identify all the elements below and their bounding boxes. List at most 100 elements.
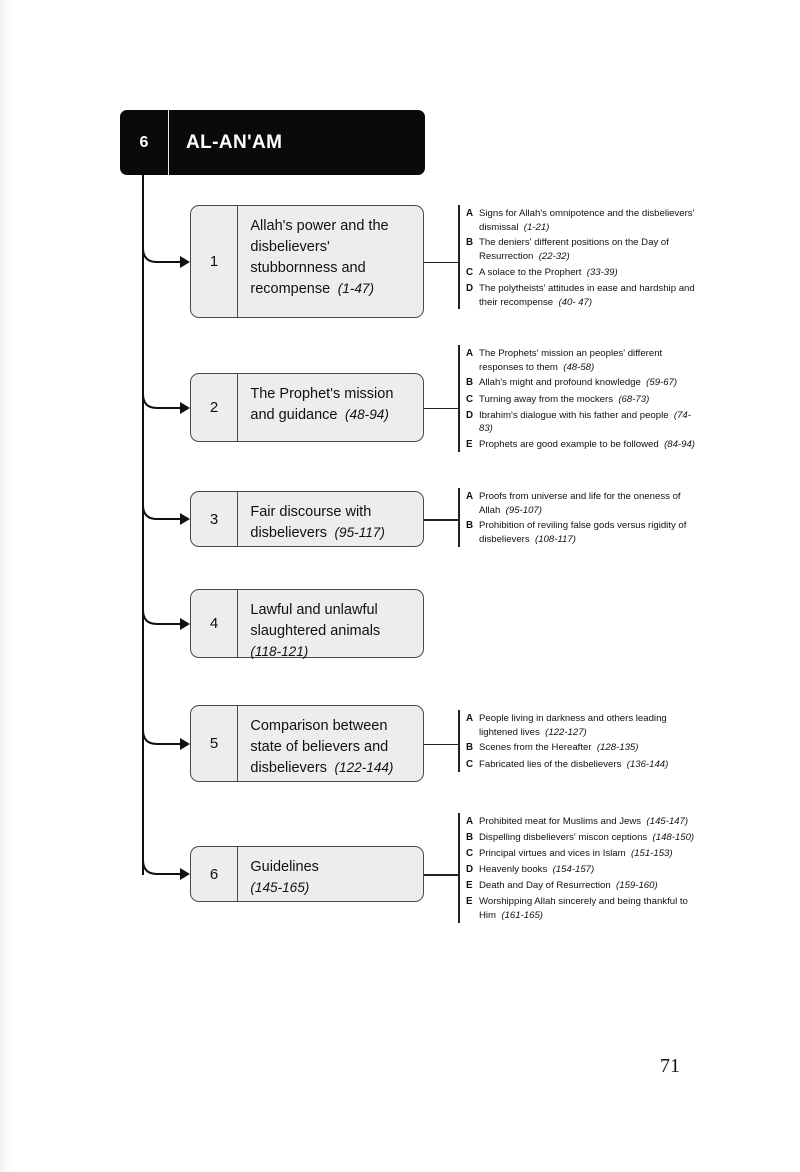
subitem-text-block: Fabricated lies of the disbelievers (136… [479,758,696,772]
section-box-divider [237,374,239,441]
subitem-text: Scenes from the Hereafter [479,742,592,754]
subitem-verse-range: (33-39) [581,266,618,278]
section-verse-range: (145-165) [250,879,310,895]
subitem-verse-range: (48-58) [557,361,595,373]
subitem-text-block: Prohibited meat for Muslims and Jews (14… [479,815,696,829]
connector-arrow-4 [142,590,194,660]
section-title: Fair discourse with disbelievers [250,504,372,541]
subitem-letter: B [466,377,474,389]
subitem-verse-range: (84-94) [658,439,695,450]
subitem-bracket-6 [458,813,460,923]
subitem-text: Proofs from universe and life for the on… [479,491,681,516]
subitem-letter: D [466,282,474,294]
subitem-verse-range: (22-32) [533,251,570,263]
section-number: 1 [209,253,219,270]
surah-title: AL-AN'AM [186,131,283,153]
section-box-3[interactable]: 3 Fair discourse with disbelievers (95-11… [190,491,424,547]
bracket-stem-1 [424,261,459,263]
subitem-letter: D [466,409,474,421]
section-box-divider [237,206,239,317]
subitem-verse-range: (151-153) [625,848,673,860]
section-title-block: The Prophet's mission and guidance (48-9… [238,374,423,441]
subitem-letter: C [466,758,474,770]
subitem: C Fabricated lies of the disbelievers (13… [466,758,696,772]
subitem-text: Worshipping Allah sincerely and being th… [479,896,688,922]
bracket-stem-3 [424,519,459,521]
subitem-verse-range: (154-157) [547,864,595,876]
subitem-verse-range: (128-135) [591,742,639,754]
subitem: C A solace to the Prophert (33-39) [466,266,696,280]
subitem-text: The polytheists' attitudes in ease and h… [479,282,695,308]
subitem-text-block: Principal virtues and vices in Islam (15… [479,847,696,861]
subitem-letter: B [466,742,474,754]
subitem-text: People living in darkness and others lea… [479,713,667,738]
subitem-letter: C [466,393,474,405]
section-title: Lawful and unlawful slaughtered animals [250,602,381,639]
subitem-text-block: Signs for Allah's omnipotence and the di… [479,207,696,234]
surah-number: 6 [139,133,149,151]
subitem-verse-range: (59-67) [640,377,678,389]
subitem-letter: E [466,439,473,450]
subitem-text-block: People living in darkness and others lea… [479,712,696,739]
subitem-text: Fabricated lies of the disbelievers [479,758,622,770]
connector-arrow-6 [142,840,194,910]
section-box-4[interactable]: 4 Lawful and unlawful slaughtered animals… [190,589,424,659]
subitem-text-block: Dispelling disbelievers' miscon ceptions… [479,831,696,845]
subitem-letter: A [466,208,474,219]
subitem-letter: C [466,266,474,278]
subitem-verse-range: (136-144) [621,758,669,770]
subitem-letter: E [466,896,473,908]
section-number: 6 [209,865,219,883]
subitem-verse-range: (1-21) [518,221,550,233]
subitem-verse-range: (145-147) [641,816,689,827]
section-title: Comparison between state of believers an… [250,718,389,776]
subitem-verse-range: (161-165) [496,910,543,922]
subitem-list-1: A Signs for Allah's omnipotence and the d… [466,207,696,311]
subitem: B Allah's might and profound knowledge (5… [466,376,696,390]
header-divider [168,110,169,175]
subitem-letter: B [466,832,474,844]
section-title: The Prophet's mission and guidance [250,386,394,423]
section-number: 3 [209,510,219,528]
subitem: A Signs for Allah's omnipotence and the d… [466,207,696,234]
subitem-text: Ibrahim's dialogue with his father and p… [479,409,669,421]
subitem: D The polytheists' attitudes in ease and … [466,282,696,309]
subitem-text-block: Scenes from the Hereafter (128-135) [479,741,696,755]
subitem-letter: A [466,713,474,724]
section-verse-range: (95-117) [326,524,385,540]
subitem-verse-range: (40- 47) [553,296,593,308]
section-title-block: Fair discourse with disbelievers (95-117… [238,492,423,546]
connector-arrow-1 [142,228,194,298]
bracket-stem-5 [424,743,459,745]
bracket-stem-2 [424,407,459,409]
surah-header: 6 AL-AN'AM [120,110,425,175]
subitem-text-block: A solace to the Prophert (33-39) [479,266,696,280]
subitem-text: Prohibition of reviling false gods versu… [479,520,687,546]
section-box-divider [237,492,239,546]
subitem-text-block: Allah's might and profound knowledge (59… [479,376,696,390]
subitem-text: Heavenly books [479,864,548,876]
subitem-text: Allah's might and profound knowledge [479,377,641,389]
subitem-text: Turning away from the mockers [479,393,614,405]
section-number: 4 [209,615,219,632]
subitem-letter: B [466,520,474,532]
subitem: B Prohibition of reviling false gods vers… [466,519,696,546]
subitem-verse-range: (159-160) [610,880,658,892]
subitem-text-block: Ibrahim's dialogue with his father and p… [479,409,696,436]
subitem: B Dispelling disbelievers' miscon ception… [466,831,696,845]
connector-arrow-2 [142,374,194,444]
section-verse-range: (118-121) [250,643,309,659]
subitem-text-block: The Prophets' mission an peoples' differ… [479,347,696,374]
subitem-verse-range: (122-127) [539,726,587,738]
subitem-text: The deniers' different positions on the … [479,237,669,263]
